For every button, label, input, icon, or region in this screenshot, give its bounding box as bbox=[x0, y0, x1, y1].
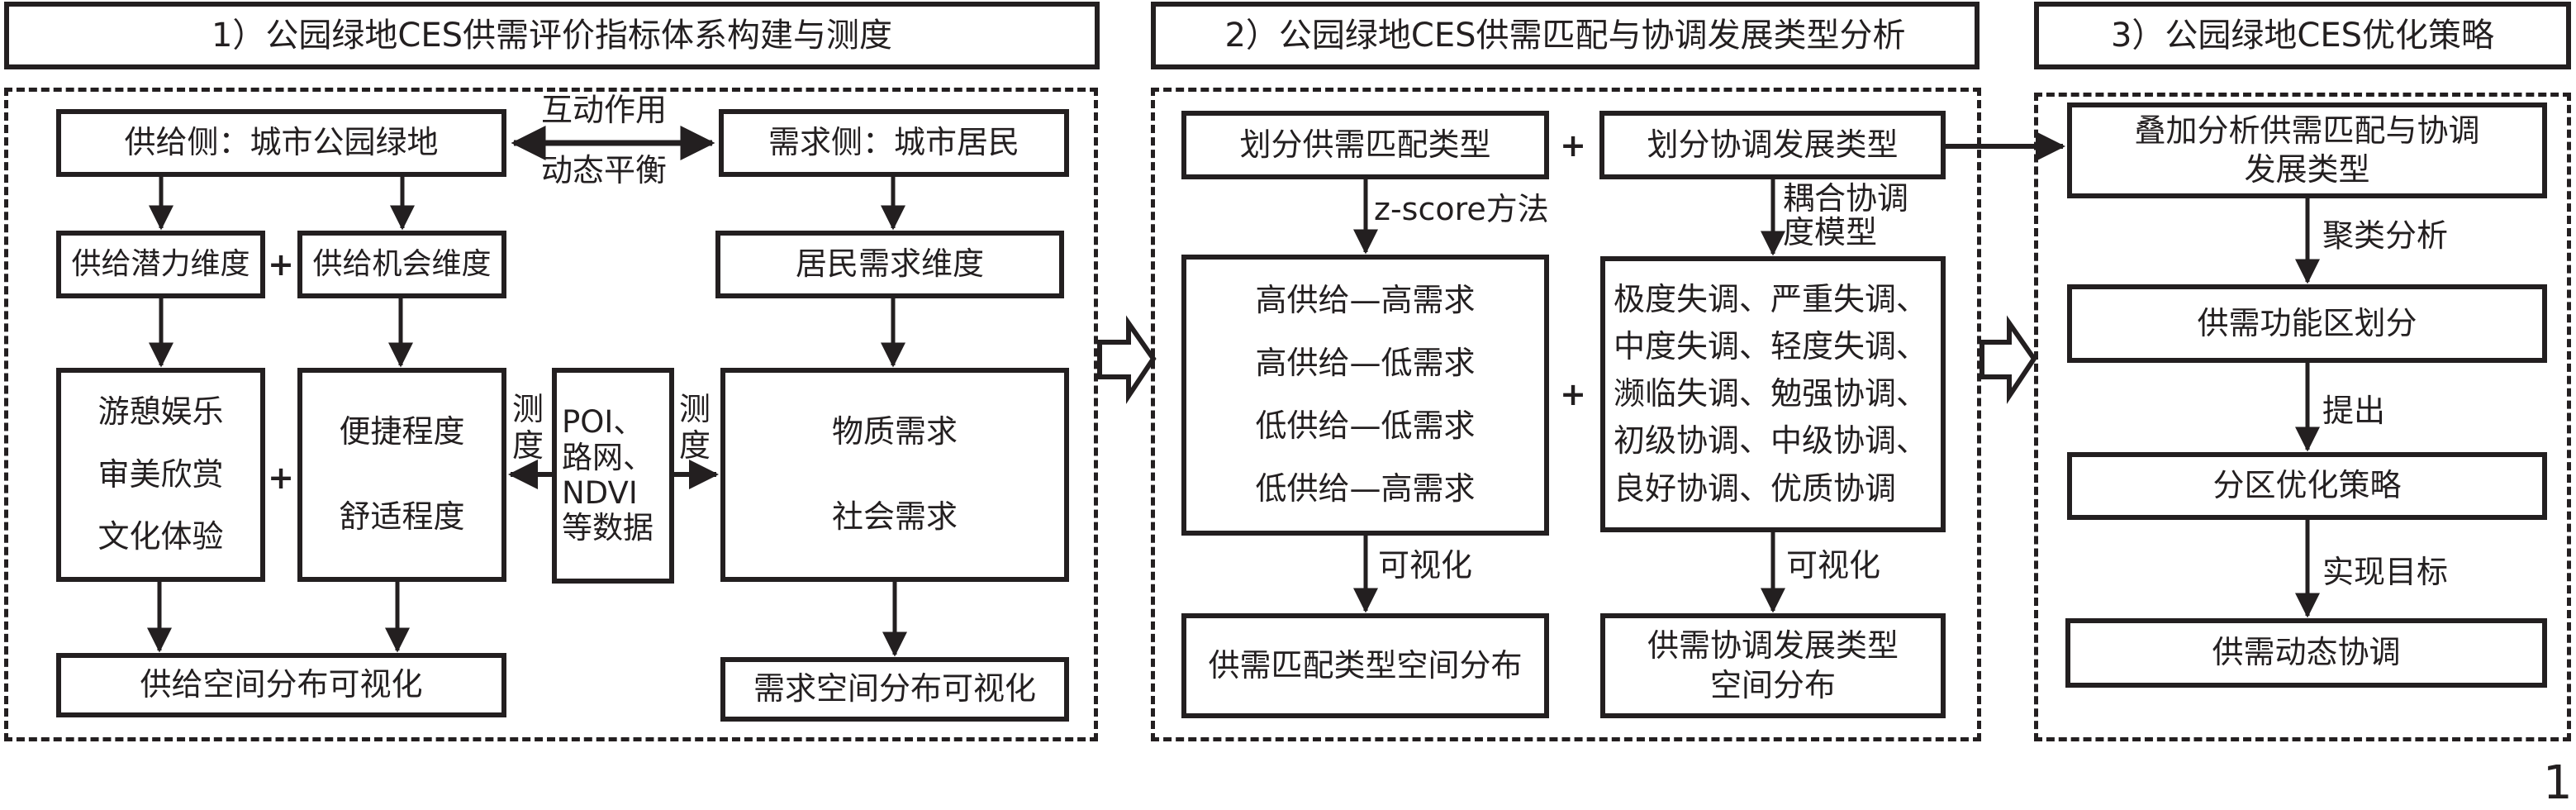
item-convenience: 便捷程度 bbox=[339, 412, 465, 450]
demand-side-box: 需求侧：城市居民 bbox=[719, 109, 1069, 177]
plus-sign: + bbox=[1560, 127, 1586, 164]
coord-vis-line: 空间分布 bbox=[1709, 666, 1836, 703]
section1-frame bbox=[4, 88, 1098, 741]
supply-opportunity-text: 供给机会维度 bbox=[312, 247, 492, 282]
coupling-model-label: 耦合协调度模型 bbox=[1783, 180, 1909, 251]
item-aesthetic: 审美欣赏 bbox=[97, 455, 224, 493]
supply-vis-text: 供给空间分布可视化 bbox=[140, 666, 423, 703]
zoning-box: 供需功能区划分 bbox=[2067, 284, 2547, 363]
item-material-demand: 物质需求 bbox=[831, 412, 958, 450]
demand-vis-text: 需求空间分布可视化 bbox=[753, 670, 1036, 708]
propose-label: 提出 bbox=[2322, 393, 2386, 429]
section2-header-text: 2）公园绿地CES供需匹配与协调发展类型分析 bbox=[1224, 17, 1906, 55]
data-ndvi: NDVI bbox=[562, 474, 638, 511]
section2-frame bbox=[1151, 88, 1981, 741]
hollow-arrow-2-to-3 bbox=[1980, 315, 2037, 404]
match-item: 低供给—高需求 bbox=[1255, 470, 1476, 507]
goal-text: 供需动态协调 bbox=[2212, 634, 2401, 671]
figure-number: 1 bbox=[2543, 756, 2573, 810]
match-vis-text: 供需匹配类型空间分布 bbox=[1208, 646, 1523, 684]
plus-sign: + bbox=[268, 460, 294, 496]
match-types-list: 高供给—高需求 高供给—低需求 低供给—低需求 低供给—高需求 bbox=[1181, 255, 1549, 536]
plus-sign: + bbox=[268, 246, 294, 283]
supply-opportunity-box: 供给机会维度 bbox=[297, 231, 506, 298]
supply-potential-box: 供给潜力维度 bbox=[56, 231, 265, 298]
coord-vis-box: 供需协调发展类型 空间分布 bbox=[1600, 613, 1946, 718]
match-vis-box: 供需匹配类型空间分布 bbox=[1181, 613, 1549, 718]
plus-sign: + bbox=[1560, 376, 1586, 412]
coord-item: 濒临失调、勉强协调、 bbox=[1614, 375, 1928, 412]
supply-side-box: 供给侧：城市公园绿地 bbox=[56, 109, 506, 177]
supply-potential-text: 供给潜力维度 bbox=[71, 247, 250, 282]
match-type-box: 划分供需匹配类型 bbox=[1181, 111, 1549, 179]
coord-item: 极度失调、严重失调、 bbox=[1614, 280, 1928, 317]
item-social-demand: 社会需求 bbox=[831, 498, 958, 536]
section3-header: 3）公园绿地CES优化策略 bbox=[2034, 2, 2571, 69]
section3-header-text: 3）公园绿地CES优化策略 bbox=[2110, 17, 2495, 55]
item-comfort: 舒适程度 bbox=[339, 498, 465, 536]
goal-label: 实现目标 bbox=[2322, 554, 2449, 590]
zscore-method-label: z-score方法 bbox=[1374, 191, 1549, 227]
demand-items-box: 物质需求 社会需求 bbox=[720, 368, 1069, 582]
section1-header-text: 1）公园绿地CES供需评价指标体系构建与测度 bbox=[211, 17, 893, 55]
match-item: 高供给—低需求 bbox=[1255, 345, 1476, 382]
interaction-label: 互动作用 bbox=[541, 92, 668, 128]
data-poi: POI、 bbox=[562, 404, 644, 441]
item-recreation: 游憩娱乐 bbox=[97, 393, 224, 431]
coord-types-list: 极度失调、严重失调、 中度失调、轻度失调、 濒临失调、勉强协调、 初级协调、中级… bbox=[1600, 256, 1946, 532]
coord-type-box: 划分协调发展类型 bbox=[1599, 111, 1946, 179]
coord-item: 初级协调、中级协调、 bbox=[1614, 422, 1928, 460]
coord-item: 良好协调、优质协调 bbox=[1614, 469, 1897, 507]
zoning-text: 供需功能区划分 bbox=[2197, 304, 2417, 341]
visualize-label-match: 可视化 bbox=[1378, 547, 1473, 584]
strategy-text: 分区优化策略 bbox=[2212, 467, 2402, 504]
section2-header: 2）公园绿地CES供需匹配与协调发展类型分析 bbox=[1151, 2, 1980, 69]
coord-item: 中度失调、轻度失调、 bbox=[1614, 327, 1928, 364]
supply-vis-box: 供给空间分布可视化 bbox=[56, 653, 506, 717]
match-item: 高供给—高需求 bbox=[1255, 282, 1476, 319]
overlay-line: 叠加分析供需匹配与协调 bbox=[2134, 112, 2480, 149]
section3-frame bbox=[2034, 93, 2571, 741]
goal-box: 供需动态协调 bbox=[2065, 618, 2547, 688]
strategy-box: 分区优化策略 bbox=[2067, 452, 2547, 520]
demand-vis-box: 需求空间分布可视化 bbox=[720, 657, 1069, 722]
measure-label-right: 测度 bbox=[679, 391, 711, 464]
supply-potential-items-box: 游憩娱乐 审美欣赏 文化体验 bbox=[56, 368, 265, 582]
match-type-text: 划分供需匹配类型 bbox=[1239, 126, 1491, 163]
overlay-line: 发展类型 bbox=[2244, 151, 2370, 188]
hollow-arrow-1-to-2 bbox=[1097, 315, 1157, 404]
cluster-analysis-label: 聚类分析 bbox=[2322, 217, 2449, 254]
section1-header: 1）公园绿地CES供需评价指标体系构建与测度 bbox=[4, 2, 1100, 69]
demand-side-text: 需求侧：城市居民 bbox=[768, 124, 1019, 161]
data-sources-box: POI、 路网、 NDVI 等数据 bbox=[552, 368, 674, 584]
data-other: 等数据 bbox=[562, 510, 654, 546]
supply-side-text: 供给侧：城市公园绿地 bbox=[124, 124, 439, 161]
supply-opportunity-items-box: 便捷程度 舒适程度 bbox=[297, 368, 506, 582]
item-culture: 文化体验 bbox=[97, 518, 224, 555]
data-road-network: 路网、 bbox=[562, 439, 654, 475]
coord-type-text: 划分协调发展类型 bbox=[1647, 126, 1899, 163]
overlay-analysis-box: 叠加分析供需匹配与协调 发展类型 bbox=[2067, 102, 2547, 198]
resident-demand-box: 居民需求维度 bbox=[715, 231, 1064, 298]
coord-vis-line: 供需协调发展类型 bbox=[1647, 627, 1899, 664]
resident-demand-text: 居民需求维度 bbox=[795, 245, 984, 283]
match-item: 低供给—低需求 bbox=[1255, 407, 1476, 445]
visualize-label-coord: 可视化 bbox=[1786, 547, 1881, 584]
measure-label-left: 测度 bbox=[512, 391, 544, 464]
